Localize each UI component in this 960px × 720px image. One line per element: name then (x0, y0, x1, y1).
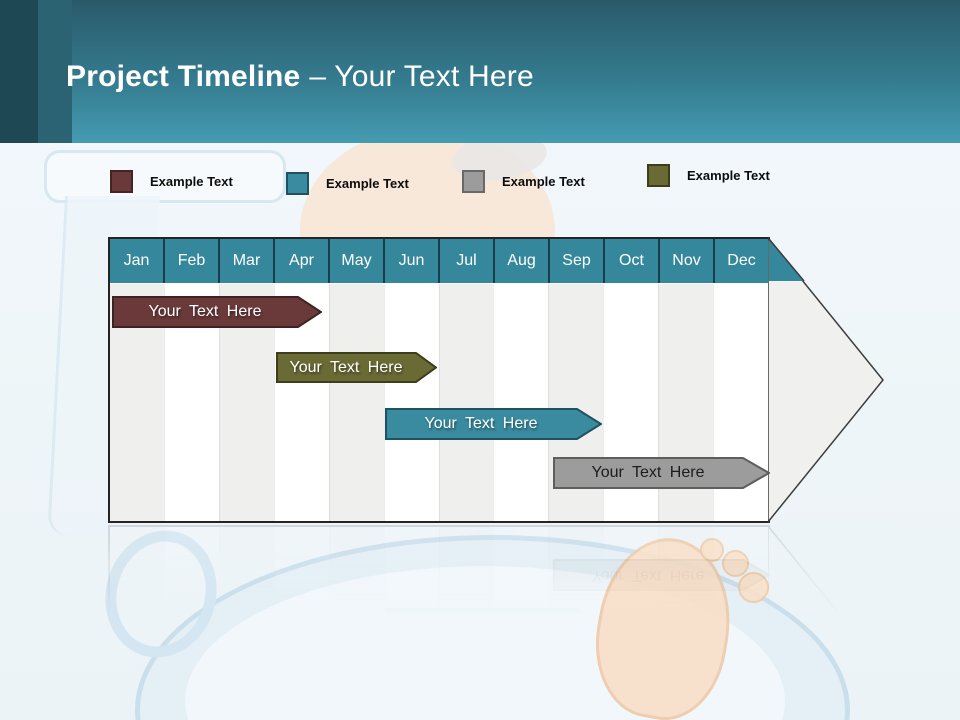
legend-label: Example Text (326, 176, 409, 191)
toilet-bowl-shape (135, 535, 850, 720)
child-toe-shape (738, 572, 769, 603)
legend-item-4: Example Text (647, 164, 770, 187)
month-cell-mar: Mar (218, 239, 273, 283)
child-toe-shape (700, 538, 724, 562)
slide-title: Project Timeline– Your Text Here (66, 60, 534, 94)
month-cell-dec: Dec (713, 239, 768, 283)
month-cell-feb: Feb (163, 239, 218, 283)
banner-stripe-dark (0, 0, 38, 143)
child-foot-shape (583, 528, 744, 720)
toilet-bowl-inner-shape (185, 566, 785, 720)
title-banner: Project Timeline– Your Text Here (0, 0, 960, 143)
legend-label: Example Text (502, 174, 585, 189)
slide-title-secondary: – Your Text Here (309, 60, 534, 93)
month-cell-nov: Nov (658, 239, 713, 283)
timeline-arrowhead (768, 237, 884, 523)
flush-handle-shape (91, 517, 231, 671)
legend-item-1: Example Text (110, 170, 233, 193)
slide-title-primary: Project Timeline (66, 60, 301, 93)
bar-label: Your Text Here (591, 464, 705, 481)
legend-swatch-icon (647, 164, 670, 187)
legend-item-2: Example Text (286, 172, 409, 195)
legend-item-3: Example Text (462, 170, 585, 193)
bar-label: Your Text Here (148, 303, 262, 320)
bar-label: Your Text Here (424, 415, 538, 432)
banner-stripe-medium (38, 0, 72, 143)
child-toe-shape (722, 550, 749, 577)
legend-swatch-icon (462, 170, 485, 193)
timeline-bar-1: Your Text Here (112, 296, 322, 328)
month-cell-oct: Oct (603, 239, 658, 283)
timeline-bar-3: Your Text Here (385, 408, 602, 440)
timeline-bar-4: Your Text Here (553, 457, 770, 489)
legend-label: Example Text (687, 168, 770, 183)
toilet-tank-lid-shape (44, 150, 286, 203)
bar-label: Your Text Here (289, 358, 403, 376)
legend-swatch-icon (110, 170, 133, 193)
timeline-bar-2: Your Text Here (276, 352, 437, 383)
legend-label: Example Text (150, 174, 233, 189)
month-cell-sep: Sep (548, 239, 603, 283)
legend-swatch-icon (286, 172, 309, 195)
timeline-bars: Your Text Here Your Text Here Your Text … (108, 237, 886, 523)
